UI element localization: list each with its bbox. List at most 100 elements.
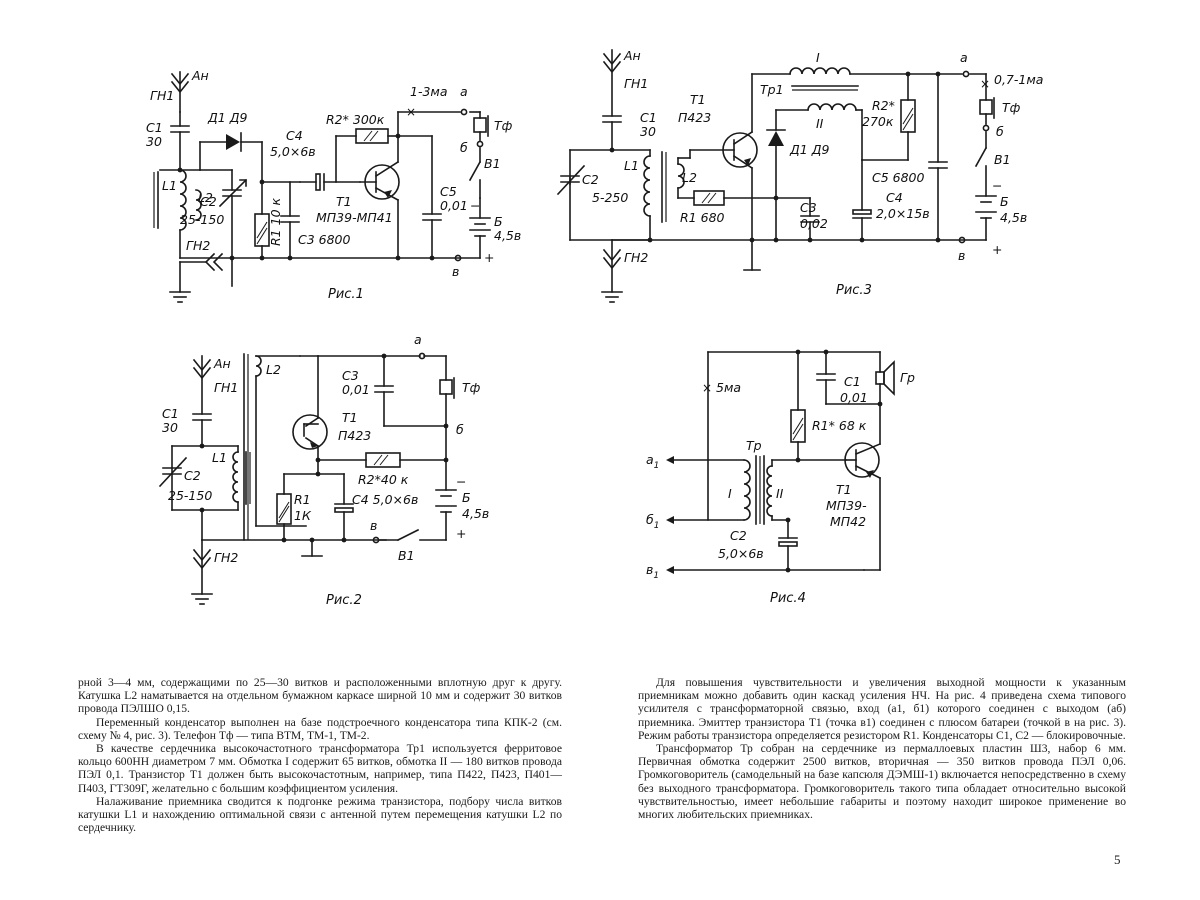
t1-label: Т1 [336, 194, 352, 209]
input-b1-label: б1 [646, 512, 659, 531]
resistor-r1-fig2 [277, 474, 291, 540]
battery-label-fig2: Б [462, 490, 471, 505]
c4-value-fig3: 2,0×15в [876, 206, 930, 221]
r2-label-fig3: R2* [872, 98, 895, 113]
antenna-label: Ан [191, 68, 209, 83]
t1-type: МП39-МП41 [316, 210, 393, 225]
c1-value-fig3: 30 [640, 124, 656, 139]
c3-label-fig3: С3 [800, 200, 817, 215]
battery-plus: + [484, 250, 494, 265]
capacitor-c4-fig2 [335, 474, 353, 540]
figure-1-schematic: Ан ГН1 С1 30 L1 L2 [146, 68, 521, 302]
d1-label: Д1 Д9 [207, 110, 247, 125]
c2-value: 25-150 [180, 212, 224, 227]
node-v-label: в [452, 264, 459, 279]
c3-value-fig3: 0,02 [800, 216, 828, 231]
switch-v1 [470, 148, 480, 198]
d1-label-fig3: Д1 Д9 [789, 142, 829, 157]
figure-2-schematic: Ан ГН1 С1 30 С2 25-150 L1 [160, 332, 489, 608]
c4-value: 5,0×6в [270, 144, 316, 159]
ground-gn2-fig2 [192, 540, 212, 604]
c1-label: С1 [146, 120, 163, 135]
node-b-label-fig2: б [456, 422, 464, 437]
tf-label-fig3: Тф [1002, 100, 1021, 115]
gn2-label-fig3: ГН2 [624, 250, 648, 265]
gn1-label: ГН1 [150, 88, 174, 103]
figure-3-caption: Рис.3 [836, 283, 872, 298]
winding-i-label-fig3: I [816, 50, 820, 65]
v1-label: В1 [484, 156, 501, 171]
text-column-left: рной 3—4 мм, содержащими по 25—30 витков… [78, 676, 562, 834]
antenna-symbol [172, 72, 188, 112]
battery-value: 4,5в [494, 228, 521, 243]
tf-label: Тф [494, 118, 513, 133]
antenna-label-fig2: Ан [213, 356, 231, 371]
t1-label-fig2: Т1 [342, 410, 358, 425]
gr-label-fig4: Гр [900, 370, 915, 385]
capacitor-c4 [300, 174, 360, 190]
break-mark-icon-fig4: × [702, 381, 712, 395]
battery-b-fig2 [436, 490, 456, 540]
text-column-right: Для повышения чувствительности и увеличе… [638, 676, 1126, 821]
left-paragraph-4: Налаживание приемника сводится к подгонк… [78, 795, 562, 835]
figure-3-schematic: Ан ГН1 С1 30 С2 5-250 L1 [558, 48, 1043, 302]
tr-label-fig4: Тр [746, 438, 762, 453]
battery-minus-fig3: − [992, 178, 1002, 193]
capacitor-c5 [398, 136, 441, 258]
break-mark-icon: × [406, 105, 416, 119]
capacitor-c1-fig3 [603, 116, 621, 150]
battery-plus-fig3: + [992, 242, 1002, 257]
t1-label-fig3: Т1 [690, 92, 706, 107]
input-a1-label: а1 [646, 452, 659, 471]
node-v-label-fig2: в [370, 518, 377, 533]
switch-v1-fig3 [976, 132, 986, 196]
battery-b-fig3 [976, 196, 996, 240]
resistor-r1-fig4 [791, 352, 846, 460]
capacitor-c3 [281, 182, 299, 258]
gn1-label-fig2: ГН1 [214, 380, 238, 395]
right-paragraph-1: Для повышения чувствительности и увеличе… [638, 676, 1126, 742]
figure-1-caption: Рис.1 [328, 287, 364, 302]
c2-value-fig3: 5-250 [592, 190, 628, 205]
figure-4-caption: Рис.4 [770, 591, 806, 606]
tr1-label-fig3: Тр1 [760, 82, 784, 97]
capacitor-output-fig3 [929, 74, 947, 240]
node-v-label-fig3: в [958, 248, 965, 263]
winding-i-label-fig4: I [728, 486, 732, 501]
gn2-label-fig2: ГН2 [214, 550, 238, 565]
figure-4-schematic: × 5ма С1 0,01 Гр R1* 68 к [646, 350, 915, 606]
battery-minus: − [470, 198, 480, 213]
r1-label-fig3: R1 680 [680, 210, 725, 225]
capacitor-c2-fig4 [779, 520, 797, 570]
capacitor-c4-fig3 [853, 160, 871, 240]
v1-label-fig3: В1 [994, 152, 1011, 167]
battery-minus-fig2: − [456, 474, 466, 489]
r1-value-fig2: 1К [294, 508, 312, 523]
headphone-tf-fig3 [980, 98, 994, 124]
headphone-tf-fig2 [440, 378, 454, 426]
transistor-t1 [360, 162, 399, 200]
page-number: 5 [1114, 852, 1121, 868]
battery-label: Б [494, 214, 503, 229]
c2-value-fig2: 25-150 [168, 488, 212, 503]
c1-label-fig3: С1 [640, 110, 657, 125]
capacitor-c1-fig2 [193, 414, 211, 446]
c1-value: 30 [146, 134, 162, 149]
c1-label-fig2: С1 [162, 406, 179, 421]
ground-gn2-fig3 [602, 240, 622, 302]
node-b-label: б [460, 140, 468, 155]
c4-label: С4 [286, 128, 303, 143]
c2-label: С2 [200, 194, 217, 209]
c3-label: С3 6800 [298, 232, 351, 247]
diode-d1-fig3 [767, 110, 785, 240]
gn1-label-fig3: ГН1 [624, 76, 648, 91]
resistor-r1-fig3 [694, 191, 776, 205]
input-v1-label: в1 [646, 562, 659, 581]
left-paragraph-3: В качестве сердечника высокочастотного т… [78, 742, 562, 795]
inductor-l1-fig3 [644, 150, 666, 240]
r1-label-fig4: R1* 68 к [812, 418, 867, 433]
right-paragraph-2: Трансформатор Тр собран на сердечнике из… [638, 742, 1126, 821]
winding-ii-label-fig4: II [776, 486, 784, 501]
c3-label-fig2: С3 [342, 368, 359, 383]
c2-label-fig3: С2 [582, 172, 599, 187]
